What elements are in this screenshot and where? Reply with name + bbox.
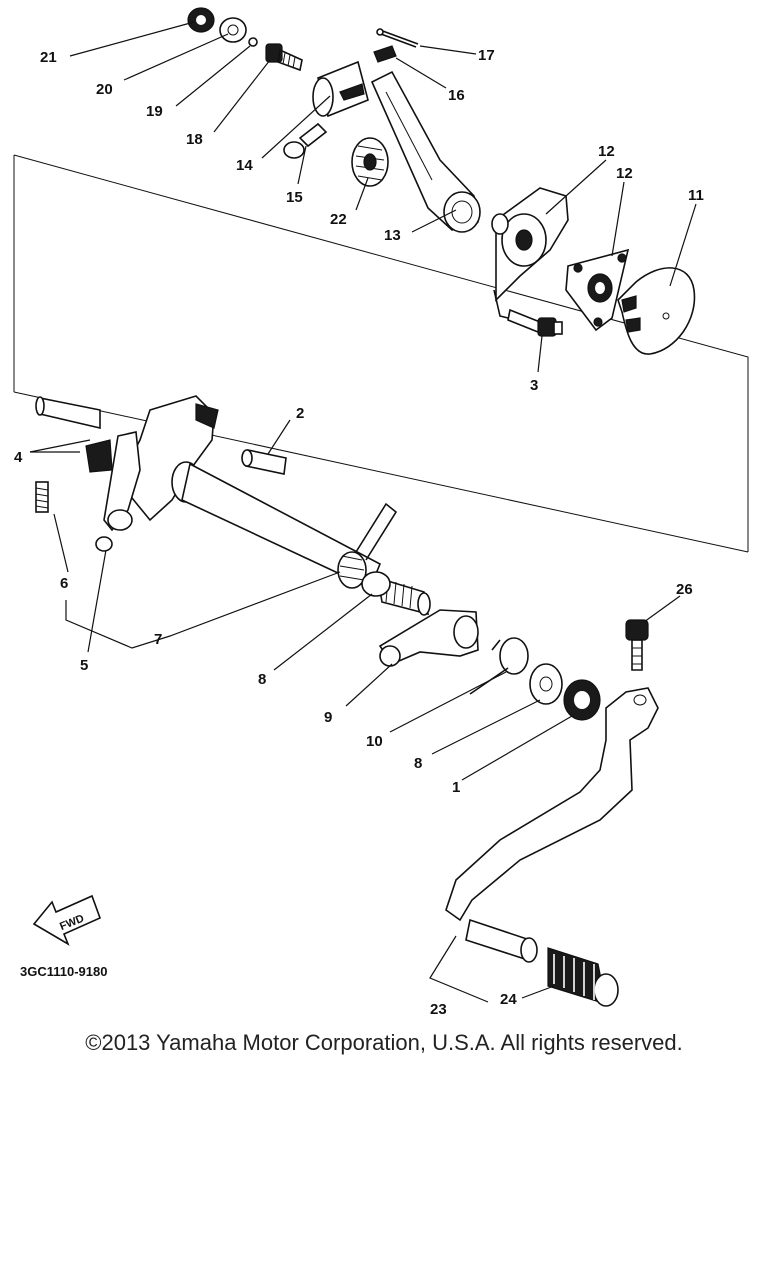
leader-lines bbox=[29, 21, 697, 1003]
label-18: 17 bbox=[478, 47, 495, 64]
label-15: 14 bbox=[236, 157, 253, 174]
part-20-ring bbox=[248, 37, 258, 47]
part-22-nut bbox=[187, 7, 215, 33]
label-26: 26 bbox=[676, 581, 693, 598]
label-14: 13 bbox=[384, 227, 401, 244]
part-25-pedal-rubber bbox=[547, 947, 619, 1007]
label-6: 6 bbox=[60, 575, 68, 592]
part-26-bolt bbox=[625, 619, 649, 671]
label-17: 16 bbox=[448, 87, 465, 104]
part-8-collar bbox=[361, 571, 391, 597]
label-11: 11 bbox=[688, 187, 704, 204]
part-23-spring bbox=[351, 137, 389, 187]
part-24-shift-pedal bbox=[445, 687, 659, 963]
exploded-parts-diagram: FWD 21 20 19 18 14 bbox=[13, 7, 749, 1018]
copyright-notice: ©2013 Yamaha Motor Corporation, U.S.A. A… bbox=[85, 1030, 683, 1055]
part-8-washer bbox=[529, 663, 563, 705]
assembly-frame bbox=[13, 154, 749, 553]
part-7-shift-shaft bbox=[181, 462, 431, 616]
label-9: 9 bbox=[324, 709, 332, 726]
label-10: 10 bbox=[366, 733, 383, 750]
part-18-cotter-pin bbox=[376, 28, 419, 48]
label-2: 2 bbox=[296, 405, 304, 422]
label-5: 5 bbox=[80, 657, 88, 674]
label-8-collar: 8 bbox=[258, 671, 266, 688]
part-1-nut bbox=[563, 679, 601, 721]
part-number-labels: 21 20 19 18 14 15 22 13 17 16 12 12 11 3… bbox=[14, 47, 704, 1018]
part-11-cover-plate bbox=[617, 267, 696, 355]
label-24: 23 bbox=[430, 1001, 447, 1018]
label-21: 20 bbox=[96, 81, 113, 98]
fwd-direction-arrow: FWD bbox=[32, 894, 102, 946]
label-7: 7 bbox=[154, 631, 162, 648]
part-9-lever bbox=[378, 609, 479, 667]
label-13: 12 bbox=[598, 143, 615, 160]
part-19-bolt bbox=[265, 43, 303, 72]
label-23: 22 bbox=[330, 211, 347, 228]
drawing-code: 3GC1110-9180 bbox=[20, 964, 107, 979]
part-17-clip bbox=[373, 45, 397, 63]
label-25: 24 bbox=[500, 991, 517, 1008]
label-12: 12 bbox=[616, 165, 633, 182]
part-14-shift-arm bbox=[370, 70, 481, 233]
part-4-5-shift-lever-assembly bbox=[35, 395, 219, 552]
label-1: 1 bbox=[452, 779, 460, 796]
part-7-return-spring bbox=[337, 502, 398, 589]
label-16: 15 bbox=[286, 189, 303, 206]
label-8-washer: 8 bbox=[414, 755, 422, 772]
part-2-pin bbox=[241, 449, 287, 475]
part-21-washer bbox=[219, 17, 247, 43]
label-22: 21 bbox=[40, 49, 57, 66]
part-12-segment-plate bbox=[565, 248, 630, 332]
part-6-spring bbox=[35, 481, 49, 513]
label-3: 3 bbox=[530, 377, 538, 394]
part-3-bolt bbox=[507, 308, 563, 337]
label-4: 4 bbox=[14, 449, 23, 466]
label-19: 18 bbox=[186, 131, 203, 148]
part-16-pin bbox=[283, 122, 328, 159]
part-15-joint bbox=[312, 60, 369, 118]
part-13-stopper-plate bbox=[491, 187, 569, 319]
label-20: 19 bbox=[146, 103, 163, 120]
